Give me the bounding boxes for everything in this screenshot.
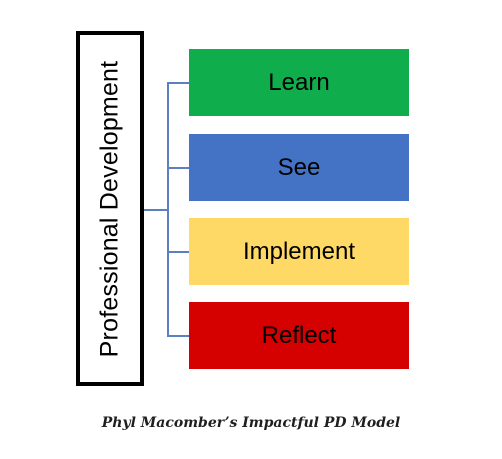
connector-branch-see — [167, 167, 189, 169]
connector-branch-implement — [167, 251, 189, 253]
step-label-implement: Implement — [242, 237, 356, 265]
step-box-see: See — [189, 134, 409, 201]
root-label: Professional Development — [95, 60, 124, 357]
step-label-learn: Learn — [268, 68, 330, 96]
connector-stem — [144, 209, 168, 211]
figure-caption: Phyl Macomber’s Impactful PD Model — [101, 415, 401, 431]
connector-spine — [167, 83, 169, 336]
step-label-reflect: Reflect — [261, 321, 337, 349]
step-box-implement: Implement — [189, 218, 409, 285]
step-label-see: See — [277, 153, 321, 181]
step-box-reflect: Reflect — [189, 302, 409, 369]
root-box-professional-development: Professional Development — [76, 31, 144, 386]
step-box-learn: Learn — [189, 49, 409, 116]
connector-branch-reflect — [167, 335, 189, 337]
connector-branch-learn — [167, 82, 189, 84]
